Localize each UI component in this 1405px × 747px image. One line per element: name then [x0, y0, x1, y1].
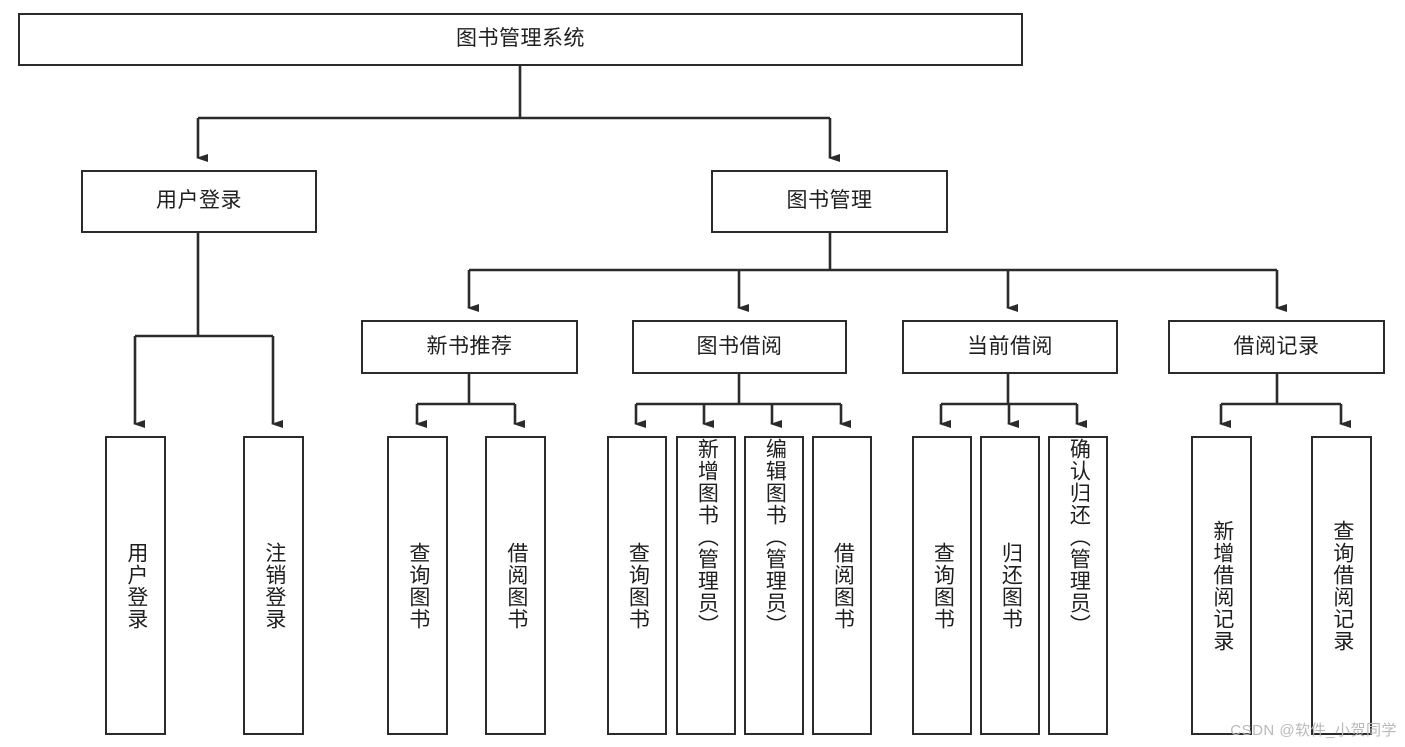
node-user-login-label: 用户登录 — [156, 189, 242, 213]
node-user-login[interactable]: 用户登录 — [81, 170, 317, 233]
leaf-new-book-borrow-book[interactable]: 借阅图书 — [485, 436, 546, 735]
leaf-label: 查询图书 — [931, 541, 955, 630]
leaf-label: 新增图书（管理员） — [695, 438, 719, 636]
leaf-records-query-record[interactable]: 查询借阅记录 — [1311, 436, 1372, 735]
leaf-user-login-login[interactable]: 用户登录 — [105, 436, 166, 735]
node-new-book-recommend-label: 新书推荐 — [426, 334, 513, 358]
node-book-borrow-label: 图书借阅 — [696, 334, 783, 358]
node-root-label: 图书管理系统 — [456, 27, 585, 51]
leaf-label: 新增借阅记录 — [1210, 519, 1234, 652]
leaf-label: 查询借阅记录 — [1330, 519, 1354, 652]
csdn-watermark: CSDN @软件_小贺同学 — [1230, 722, 1397, 739]
node-new-book-recommend[interactable]: 新书推荐 — [361, 320, 578, 374]
node-book-management-label: 图书管理 — [786, 189, 873, 213]
leaf-borrow-edit-book-admin[interactable]: 编辑图书（管理员） — [744, 436, 804, 735]
node-borrow-records[interactable]: 借阅记录 — [1168, 320, 1385, 374]
leaf-current-confirm-return-admin[interactable]: 确认归还（管理员） — [1048, 436, 1108, 735]
leaf-label: 借阅图书 — [831, 541, 855, 630]
node-book-management[interactable]: 图书管理 — [711, 170, 948, 233]
leaf-current-return-book[interactable]: 归还图书 — [980, 436, 1040, 735]
node-current-borrow[interactable]: 当前借阅 — [902, 320, 1118, 374]
leaf-label: 归还图书 — [999, 541, 1023, 630]
leaf-label: 编辑图书（管理员） — [763, 438, 787, 636]
leaf-borrow-add-book-admin[interactable]: 新增图书（管理员） — [676, 436, 736, 735]
connector-edges — [133, 66, 1351, 428]
leaf-label: 借阅图书 — [504, 541, 528, 630]
leaf-borrow-query-book[interactable]: 查询图书 — [607, 436, 667, 735]
leaf-label: 用户登录 — [124, 541, 148, 630]
leaf-label: 查询图书 — [406, 541, 430, 630]
leaf-label: 注销登录 — [262, 541, 286, 630]
leaf-label: 确认归还（管理员） — [1067, 438, 1091, 636]
leaf-user-login-logout[interactable]: 注销登录 — [243, 436, 304, 735]
leaf-current-query-book[interactable]: 查询图书 — [912, 436, 972, 735]
leaf-borrow-lend-book[interactable]: 借阅图书 — [812, 436, 872, 735]
node-book-borrow[interactable]: 图书借阅 — [632, 320, 847, 374]
node-current-borrow-label: 当前借阅 — [967, 334, 1053, 358]
node-borrow-records-label: 借阅记录 — [1233, 334, 1320, 358]
leaf-label: 查询图书 — [626, 541, 650, 630]
leaf-records-add-record[interactable]: 新增借阅记录 — [1191, 436, 1252, 735]
leaf-new-book-query-book[interactable]: 查询图书 — [387, 436, 448, 735]
node-root-book-management-system[interactable]: 图书管理系统 — [18, 13, 1023, 66]
